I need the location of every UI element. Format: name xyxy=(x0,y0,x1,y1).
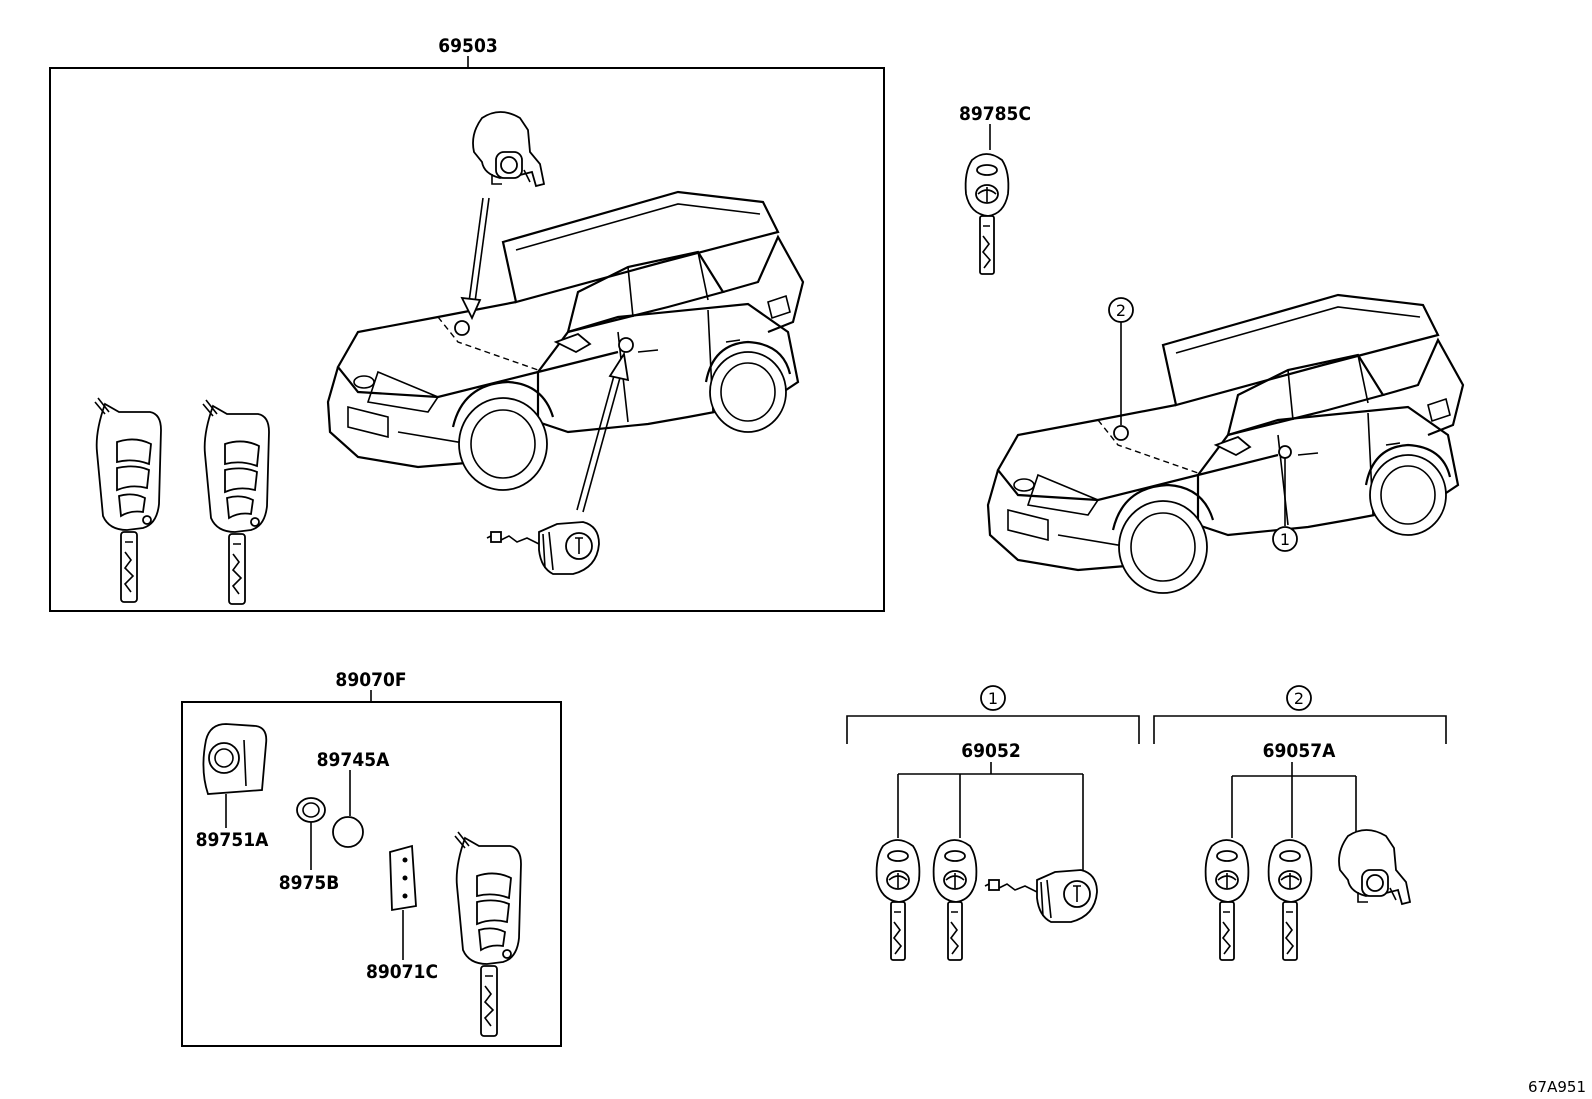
ignition-cylinder-69503 xyxy=(472,111,545,187)
bracket-2 xyxy=(1153,715,1447,744)
door-lock-cylinder-69052 xyxy=(984,869,1098,923)
fob-key-69503-1 xyxy=(94,397,162,603)
part-label-8975B: 8975B xyxy=(279,872,340,894)
bracket-1 xyxy=(846,715,1140,744)
part-label-69057A: 69057A xyxy=(1263,740,1336,762)
callout-number-1-top: 1 xyxy=(1280,530,1290,549)
fob-key-69503-2 xyxy=(202,399,270,605)
transmitter-board-89071C xyxy=(389,844,417,912)
hood-point-left xyxy=(454,320,470,336)
suv-drawing-right xyxy=(986,293,1465,595)
callout-circle-2-bottom xyxy=(1286,685,1312,711)
fob-key-89070F xyxy=(454,831,522,1037)
battery-89745A xyxy=(332,816,364,848)
diagram-code: 67A951 xyxy=(1528,1078,1586,1096)
part-label-69052: 69052 xyxy=(961,740,1020,762)
transponder-key-69052-1 xyxy=(875,839,921,961)
part-label-69503: 69503 xyxy=(438,35,497,57)
part-label-89070F: 89070F xyxy=(335,669,406,691)
battery-holder-8975B xyxy=(296,797,326,823)
callout-number-2-bottom: 2 xyxy=(1294,689,1304,708)
transponder-key-69057A-1 xyxy=(1204,839,1250,961)
box-89070F xyxy=(181,701,562,1047)
box-69503 xyxy=(49,67,885,612)
part-label-89071C: 89071C xyxy=(366,961,438,983)
fob-housing-89751A xyxy=(202,723,268,795)
arrow-to-hood xyxy=(460,197,490,321)
transponder-key-89785C xyxy=(964,153,1010,275)
arrow-to-door xyxy=(576,351,630,513)
ignition-cylinder-69057A xyxy=(1338,829,1411,905)
door-lock-cylinder-69503 xyxy=(486,521,600,575)
door-point-left xyxy=(618,337,634,353)
callout-number-1-bottom: 1 xyxy=(988,689,998,708)
transponder-key-69052-2 xyxy=(932,839,978,961)
part-label-89745A: 89745A xyxy=(317,749,390,771)
callout-circle-1-bottom xyxy=(980,685,1006,711)
transponder-key-69057A-2 xyxy=(1267,839,1313,961)
part-label-89751A: 89751A xyxy=(196,829,269,851)
suv-drawing-left xyxy=(326,190,805,492)
callout-circle-1-top xyxy=(1272,526,1298,552)
callout-number-2-top: 2 xyxy=(1116,301,1126,320)
part-label-89785C: 89785C xyxy=(959,103,1031,125)
